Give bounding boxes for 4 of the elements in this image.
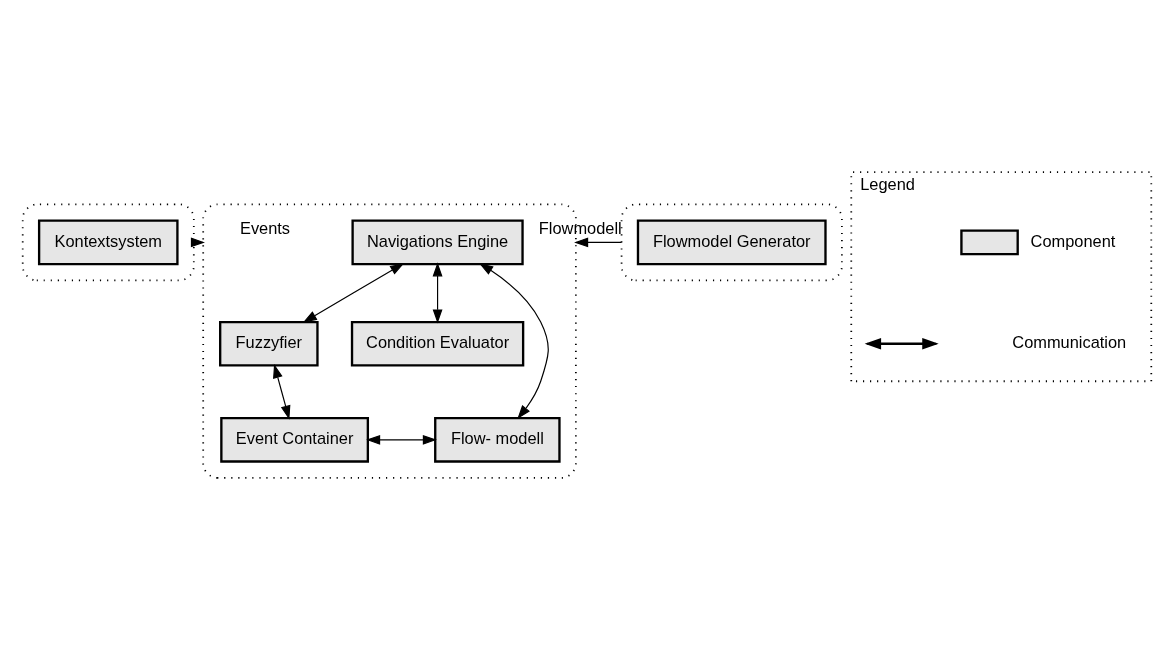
edge-label: Events [239, 219, 291, 238]
legend-label: Component [1030, 231, 1116, 250]
legend-label: Communication [1012, 333, 1127, 352]
edge-label: Flowmodell [538, 219, 622, 238]
